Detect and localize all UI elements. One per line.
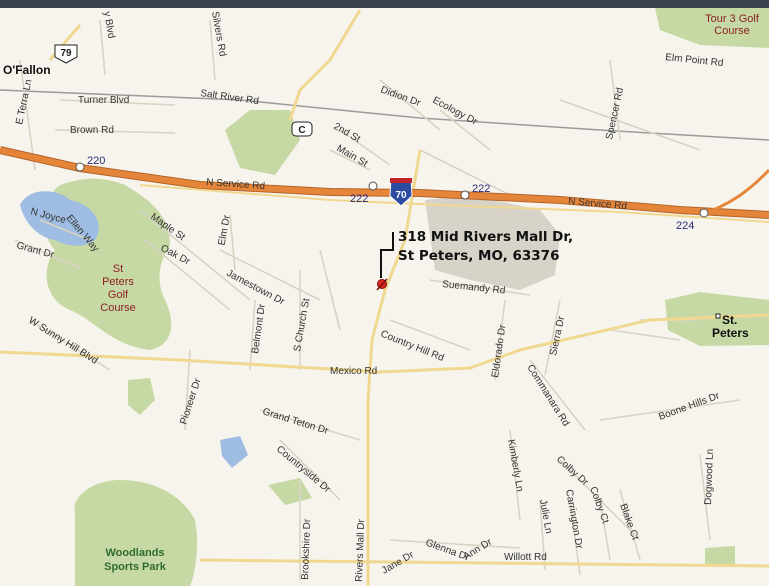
pond — [220, 436, 248, 468]
svg-text:Mexico Rd: Mexico Rd — [330, 366, 377, 377]
exit-222b-label: 222 — [472, 183, 490, 195]
svg-text:Dogwood Ln: Dogwood Ln — [703, 449, 716, 506]
pushpin-icon[interactable] — [376, 278, 388, 291]
st-peters-label-1: St. — [722, 313, 737, 327]
svg-text:79: 79 — [60, 48, 72, 59]
lake — [20, 191, 99, 246]
woodlands-label-2: Sports Park — [104, 561, 167, 573]
park-area-small-2 — [268, 478, 312, 505]
tour3-golf-area — [655, 8, 769, 48]
ramp-east — [699, 168, 769, 217]
route-79-shield: 79 — [54, 44, 78, 64]
svg-text:Elm Dr: Elm Dr — [217, 214, 233, 247]
arterial-roads — [0, 9, 769, 586]
exit-222a-label: 222 — [350, 193, 368, 205]
svg-text:y Blvd: y Blvd — [101, 11, 117, 40]
golf-course-label-2: Peters — [102, 276, 134, 288]
address-line-2: St Peters, MO, 63376 — [398, 248, 560, 264]
woodlands-label-1: Woodlands — [105, 547, 164, 559]
address-callout: 318 Mid Rivers Mall Dr, St Peters, MO, 6… — [398, 228, 573, 266]
park-area-small-3 — [705, 546, 735, 566]
svg-text:70: 70 — [395, 190, 407, 201]
st-peters-marker — [715, 313, 721, 319]
svg-text:Willott Rd: Willott Rd — [504, 552, 547, 563]
callout-leader — [380, 232, 394, 278]
svg-text:Brown Rd: Brown Rd — [70, 125, 114, 136]
exit-222a-marker — [368, 181, 378, 191]
exit-222b-marker — [460, 190, 470, 200]
interstate-70-shield: 70 — [389, 177, 413, 207]
woodlands-park-area — [74, 480, 198, 586]
golf-course-label-3: Golf — [108, 289, 129, 301]
tour3-label-2: Course — [714, 25, 749, 37]
svg-text:N Service Rd: N Service Rd — [568, 196, 628, 212]
exit-224-label: 224 — [676, 220, 694, 232]
local-streets — [14, 19, 741, 580]
park-area-north — [225, 110, 300, 175]
tour3-label-1: Tour 3 Golf — [705, 13, 760, 25]
exit-220-marker — [75, 162, 85, 172]
park-area-small-1 — [128, 378, 155, 415]
svg-text:Turner Blvd: Turner Blvd — [78, 95, 129, 106]
top-edge — [0, 0, 769, 8]
golf-course-label-4: Course — [100, 302, 135, 314]
svg-text:Brookshire Dr: Brookshire Dr — [300, 518, 313, 580]
svg-text:Rivers Mall Dr: Rivers Mall Dr — [354, 518, 367, 582]
svg-text:N Service Rd: N Service Rd — [206, 177, 266, 192]
railroad — [0, 89, 769, 141]
exit-220-label: 220 — [87, 155, 105, 167]
n-service-rd-line — [139, 184, 769, 223]
svg-text:C: C — [298, 125, 305, 136]
route-c-shield: C — [291, 121, 313, 137]
address-line-1: 318 Mid Rivers Mall Dr, — [398, 229, 574, 245]
st-peters-park-area — [665, 292, 769, 346]
golf-course-label-1: St — [113, 263, 123, 275]
st-peters-label-2: Peters — [712, 326, 749, 340]
exit-224-marker — [699, 208, 709, 218]
mall-area — [425, 195, 560, 290]
ofallon-label: O'Fallon — [3, 63, 51, 77]
